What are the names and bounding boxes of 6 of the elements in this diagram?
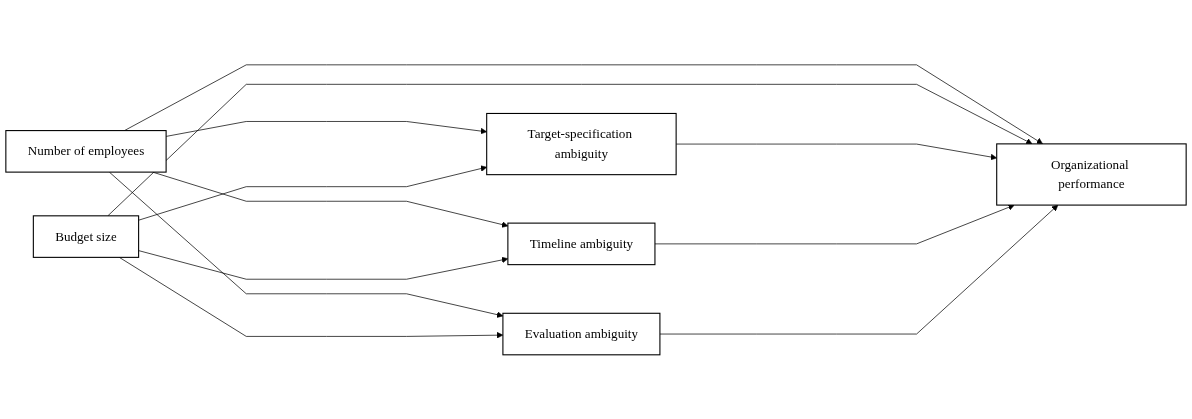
node-box: Organizational performance <box>996 143 1187 206</box>
node-box: Evaluation ambiguity <box>502 312 661 356</box>
node-box: Number of employees <box>5 129 167 173</box>
node-box: Budget size <box>32 214 140 258</box>
node-box: Target-specification ambiguity <box>486 112 677 175</box>
node-box: Timeline ambiguity <box>507 222 656 265</box>
